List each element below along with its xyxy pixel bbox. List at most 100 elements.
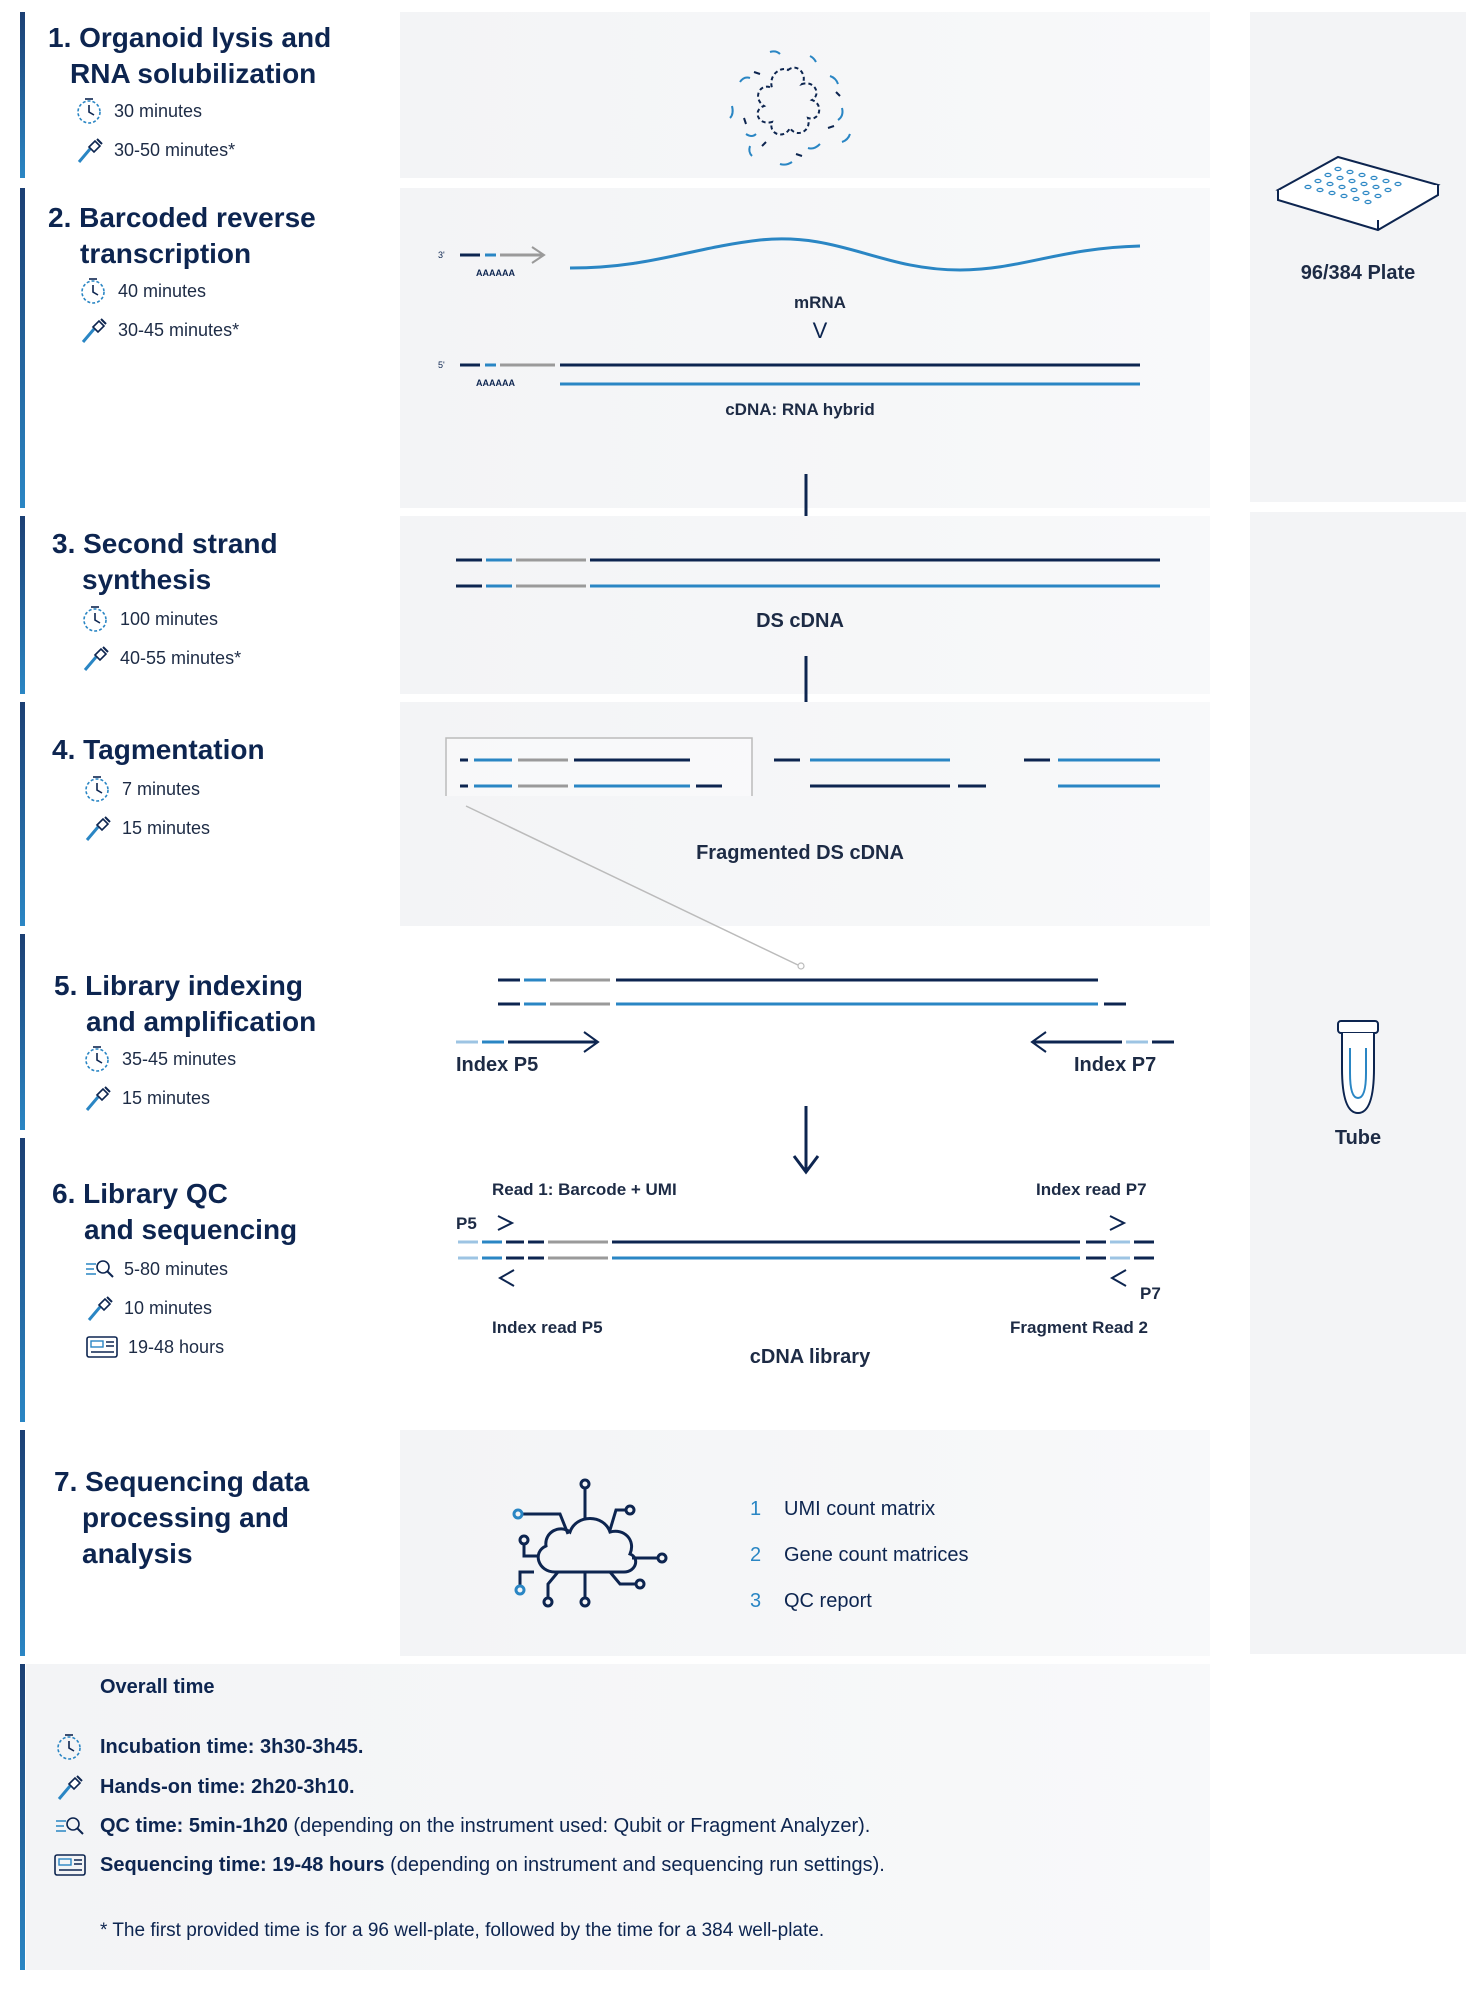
step-bar (20, 188, 25, 508)
index-read-p5-label: Index read P5 (492, 1318, 603, 1337)
incubation-total: Incubation time: 3h30-3h45. (100, 1736, 364, 1758)
step-title: 4. Tagmentation (52, 732, 265, 768)
mrna-label: mRNA (794, 293, 846, 312)
organoid-icon (729, 50, 851, 166)
reverse-transcription-diagram: 3' AAAAAA mRNA V 5' AAAAAA (438, 237, 1141, 388)
overall-bar (20, 1664, 25, 1970)
step-bar (20, 702, 25, 926)
step-title-line-2: synthesis (82, 564, 212, 595)
step-4: 4. Tagmentation 7 minutes 15 minutes Fra… (20, 702, 1210, 926)
index-p5-label: Index P5 (456, 1054, 539, 1076)
clock-icon (82, 774, 114, 804)
tube-icon (1337, 1020, 1379, 1115)
hands-on-time: 15 minutes (82, 1083, 210, 1113)
incubation-time: 7 minutes (82, 774, 200, 804)
sequencing-total: Sequencing time: 19-48 hours (depending … (100, 1854, 885, 1876)
hands-on-time: 15 minutes (82, 813, 210, 843)
incubation-time: 35-45 minutes (82, 1044, 236, 1074)
incubation-time: 30 minutes (74, 96, 202, 126)
step-bar (20, 934, 25, 1130)
step-bar (20, 1430, 25, 1656)
hands-on-time: 30-45 minutes* (78, 315, 239, 345)
step-6: 6. Library QC and sequencing 5-80 minutes… (20, 1138, 1210, 1422)
step-title-line-2: and sequencing (84, 1214, 298, 1245)
index-read-p7-label: Index read P7 (1036, 1180, 1147, 1199)
sequencing-time: 19-48 hours (84, 1332, 224, 1362)
step-title-line-1: 5. Library indexing (54, 970, 303, 1001)
overall-heading: Overall time (100, 1676, 215, 1698)
pipette-icon (82, 813, 114, 843)
fragmented-label: Fragmented DS cDNA (696, 842, 904, 864)
down-arrow-icon (792, 1106, 820, 1175)
pipette-icon (52, 1772, 88, 1802)
ds-cdna-label: DS cDNA (756, 610, 844, 632)
step-title-line-2: RNA solubilization (70, 58, 317, 89)
polya-label: AAAAAA (476, 268, 515, 278)
cdna-library-label: cDNA library (749, 1346, 871, 1368)
step-title-line-2: transcription (80, 238, 252, 269)
step-title-line-1: 3. Second strand (52, 528, 278, 559)
step-title-line-1: 1. Organoid lysis and (48, 22, 332, 53)
plate-icon (1275, 155, 1441, 232)
qc-time: 5-80 minutes (84, 1254, 228, 1284)
chevron-label: V (813, 318, 828, 343)
plate-panel (1250, 12, 1466, 502)
sequencing-diagram (458, 1215, 1154, 1287)
p5-label: P5 (456, 1214, 477, 1233)
qc-icon (52, 1811, 88, 1841)
step-bar (20, 1138, 25, 1422)
read1-label: Read 1: Barcode + UMI (492, 1180, 677, 1199)
tube-label: Tube (1334, 1127, 1382, 1149)
sequencer-icon (52, 1850, 88, 1880)
step-title-line-1: 6. Library QC (52, 1178, 228, 1209)
pipette-icon (74, 135, 106, 165)
index-p7-label: Index P7 (1074, 1054, 1157, 1076)
plate-label: 96/384 Plate (1300, 262, 1416, 284)
step-title-line-1: 4. Tagmentation (52, 734, 265, 765)
zoom-connector (465, 805, 805, 970)
qc-total: QC time: 5min-1h20 (depending on the ins… (100, 1815, 871, 1837)
library-indexing-diagram (456, 978, 1174, 1053)
step-5: 5. Library indexing and amplification 35-… (20, 934, 1210, 1130)
step-title: 6. Library QC and sequencing (52, 1176, 297, 1248)
pipette-icon (84, 1293, 116, 1323)
p7-label: P7 (1140, 1284, 1161, 1303)
clock-icon (74, 96, 106, 126)
clock-icon (80, 604, 112, 634)
clock-icon (78, 276, 110, 306)
step-panel (400, 1430, 1210, 1656)
step-title: 7. Sequencing data processing and analysis (54, 1464, 309, 1572)
qc-icon (84, 1254, 116, 1284)
step-title-line-1: 7. Sequencing data (54, 1466, 310, 1497)
step-panel (400, 12, 1210, 178)
hands-on-time: 30-50 minutes* (74, 135, 235, 165)
cdna-hybrid-label: cDNA: RNA hybrid (725, 400, 875, 419)
hands-on-time: 10 minutes (84, 1293, 212, 1323)
hands-on-time: 40-55 minutes* (80, 643, 241, 673)
step-title: 5. Library indexing and amplification (54, 968, 316, 1040)
incubation-time: 100 minutes (80, 604, 218, 634)
step-title: 3. Second strand synthesis (52, 526, 278, 598)
step-title-line-3: analysis (82, 1538, 193, 1569)
pipette-icon (78, 315, 110, 345)
overall-panel (26, 1664, 1210, 1970)
step-title: 2. Barcoded reverse transcription (48, 200, 316, 272)
pipette-icon (80, 643, 112, 673)
three-prime-label: 3' (438, 250, 445, 260)
five-prime-label: 5' (438, 360, 445, 370)
cloud-network-icon (512, 1478, 668, 1608)
step-title-line-1: 2. Barcoded reverse (48, 202, 316, 233)
polya-label-2: AAAAAA (476, 378, 515, 388)
ds-cdna-diagram (456, 558, 1160, 588)
step-title-line-2: and amplification (86, 1006, 317, 1037)
footnote: * The first provided time is for a 96 we… (100, 1920, 825, 1941)
step-3: 3. Second strand synthesis 100 minutes 40… (20, 516, 1210, 725)
step-7: 7. Sequencing data processing and analysis… (20, 1430, 1210, 1656)
pipette-icon (82, 1083, 114, 1113)
step-title-line-2: processing and (82, 1502, 289, 1533)
